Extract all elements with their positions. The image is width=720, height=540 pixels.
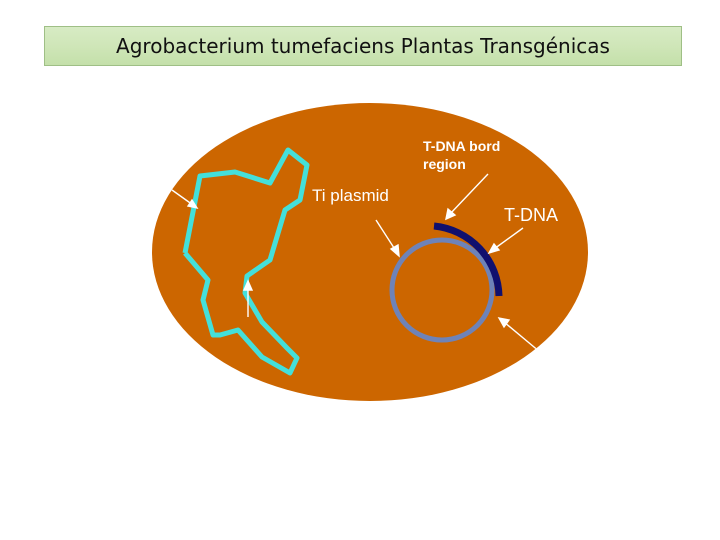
tdna-border-label-line1: T-DNA bord bbox=[423, 138, 501, 154]
arrow-chromosome bbox=[171, 189, 199, 210]
ti-plasmid-label: Ti plasmid bbox=[312, 186, 389, 205]
arrow-border-region bbox=[445, 173, 489, 221]
bacterial-chromosome bbox=[182, 147, 310, 376]
bacterial-cell bbox=[152, 103, 588, 401]
tdna-segment bbox=[433, 222, 503, 297]
tdna-label: T-DNA bbox=[504, 205, 558, 225]
tdna-border-region-label: T-DNA bord region bbox=[423, 137, 500, 173]
title-banner: Agrobacterium tumefaciens Plantas Transg… bbox=[44, 26, 682, 66]
arrow-bottom-border bbox=[497, 317, 541, 353]
tdna-border-label-line2: region bbox=[423, 156, 466, 172]
arrow-ti-plasmid bbox=[375, 219, 400, 258]
arrow-tdna bbox=[487, 227, 524, 255]
ti-plasmid-ring bbox=[389, 237, 495, 343]
arrow-chromosome-inner bbox=[242, 279, 254, 317]
slide-title: Agrobacterium tumefaciens Plantas Transg… bbox=[116, 34, 610, 58]
